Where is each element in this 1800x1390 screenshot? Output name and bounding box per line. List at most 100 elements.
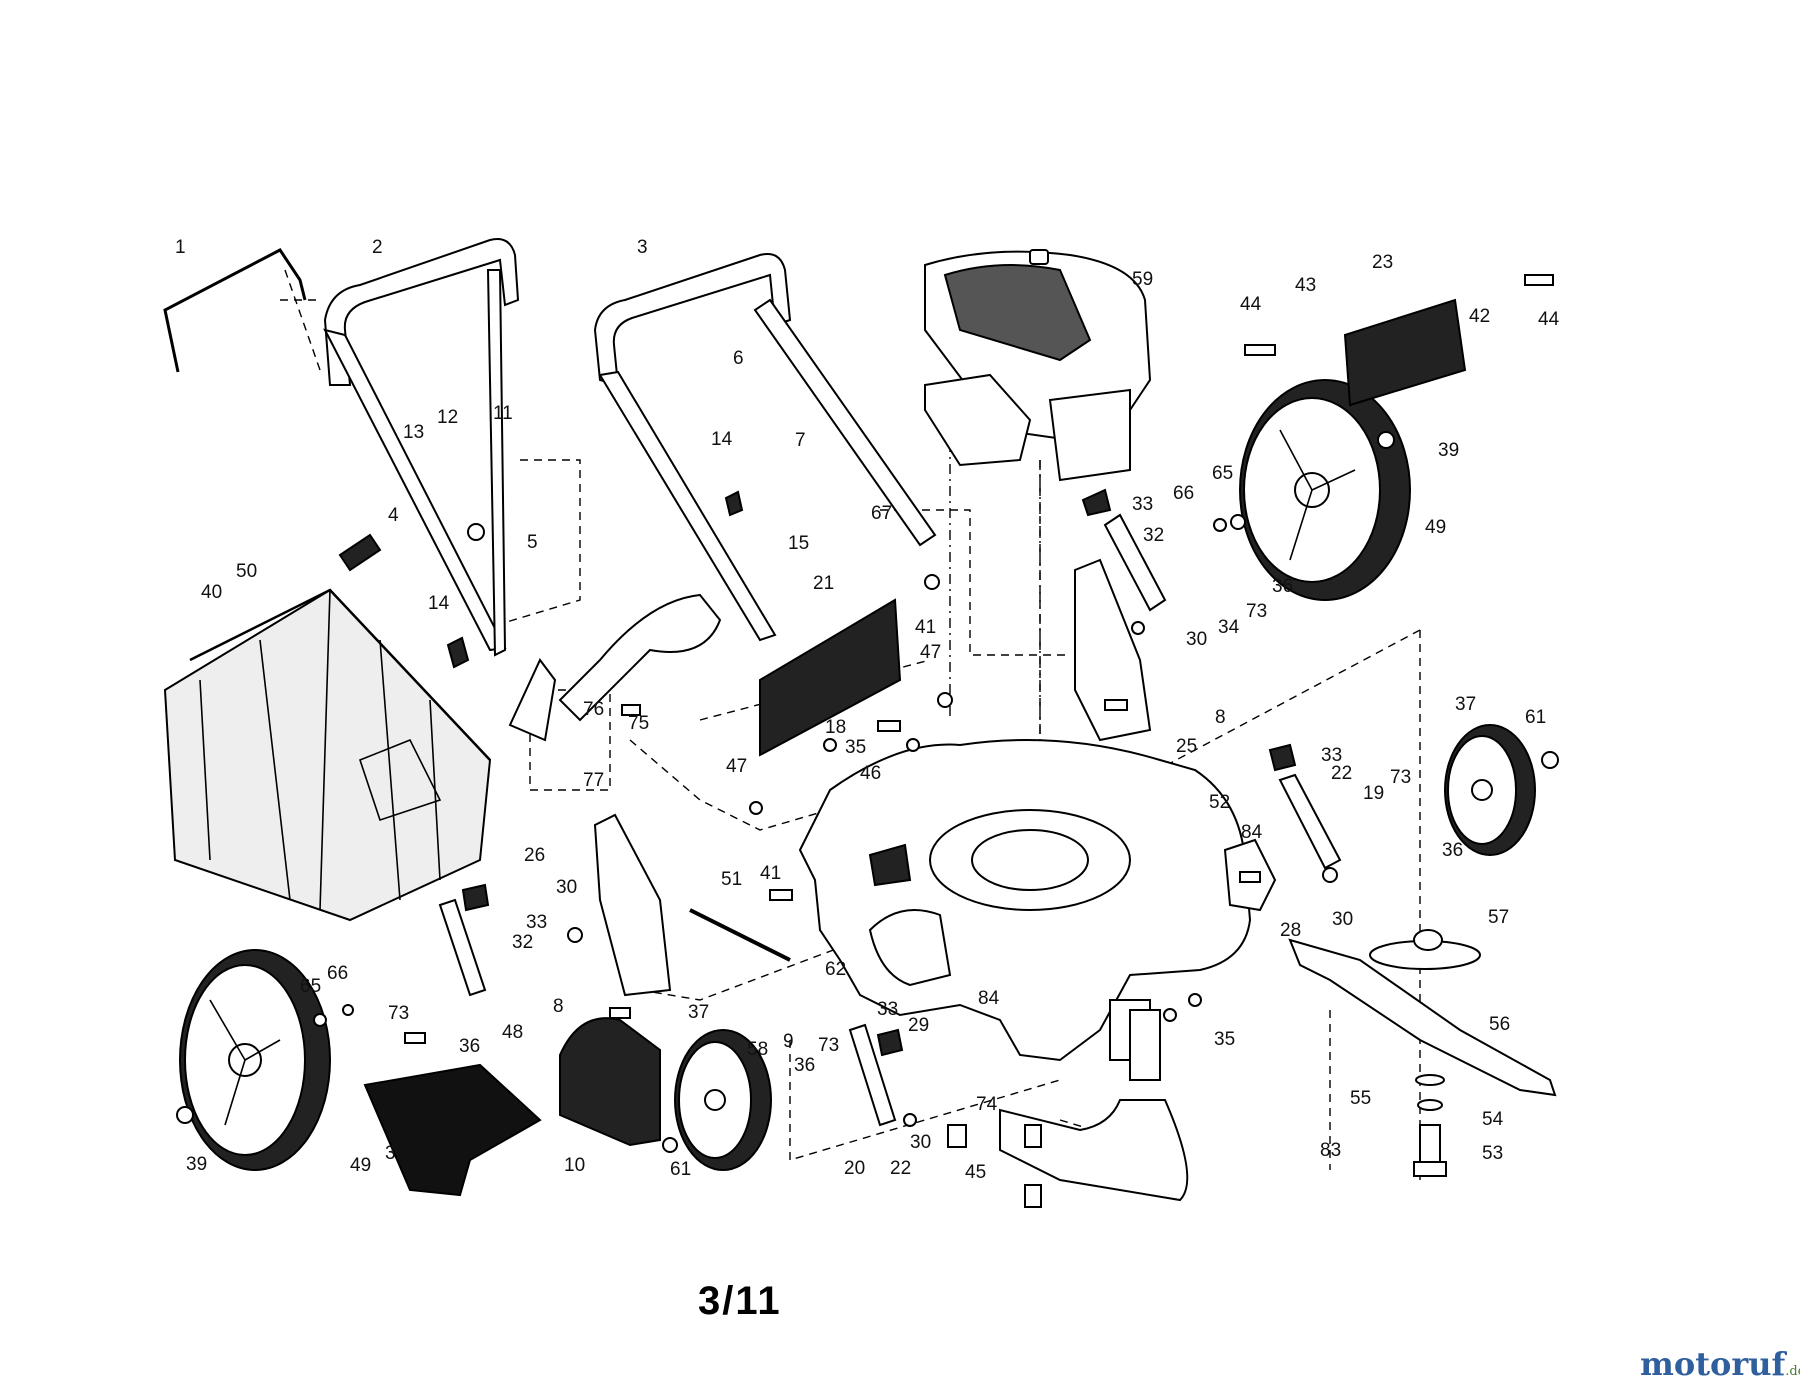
label-part-73: 73	[1246, 601, 1267, 622]
label-part-39: 39	[1438, 440, 1459, 461]
label-part-84: 84	[1241, 822, 1263, 843]
label-part-41b: 41	[760, 863, 781, 884]
label-part-20: 20	[844, 1158, 865, 1179]
label-part-73d: 73	[818, 1035, 839, 1056]
label-part-52: 52	[1209, 792, 1230, 813]
label-part-30: 30	[1186, 629, 1207, 650]
label-part-25: 25	[1176, 736, 1197, 757]
label-part-37: 37	[1455, 694, 1476, 715]
label-part-9: 9	[783, 1031, 794, 1052]
label-part-6: 6	[733, 348, 744, 369]
label-part-53: 53	[1482, 1143, 1503, 1164]
part-upper-handle	[593, 253, 937, 642]
part-labels: 1 2 3 4 5 6 7 8 8 9 10 11 12 13 14 14 15…	[175, 237, 1560, 1183]
part-blade	[1288, 938, 1557, 1097]
label-part-65b: 65	[300, 976, 321, 997]
part-wheel-rear-left	[179, 949, 331, 1171]
part-rear-baffle	[999, 999, 1189, 1202]
part-fasteners	[176, 274, 1559, 1208]
label-part-83: 83	[1320, 1140, 1341, 1161]
part-rear-flaps	[363, 298, 1467, 1197]
label-part-34: 34	[1218, 617, 1240, 638]
label-part-59: 59	[1132, 269, 1153, 290]
label-part-11: 11	[493, 403, 513, 424]
label-part-66: 66	[1173, 483, 1194, 504]
watermark-brand: motoruf	[1640, 1345, 1786, 1383]
label-part-14: 14	[711, 429, 733, 450]
label-part-3: 3	[637, 237, 648, 258]
part-blade-bolt	[1413, 1074, 1447, 1177]
label-part-49: 49	[1425, 517, 1446, 538]
label-part-36b: 36	[1442, 840, 1463, 861]
label-part-36c: 36	[459, 1036, 480, 1057]
label-part-33: 33	[1132, 494, 1153, 515]
label-part-47b: 47	[726, 756, 747, 777]
label-part-36d: 36	[794, 1055, 815, 1076]
label-part-32b: 32	[512, 932, 533, 953]
label-part-22b: 22	[890, 1158, 911, 1179]
label-part-41: 41	[915, 617, 936, 638]
label-part-62: 62	[825, 959, 846, 980]
label-part-33b: 33	[1321, 745, 1342, 766]
label-part-44: 44	[1240, 294, 1262, 315]
label-part-5: 5	[527, 532, 538, 553]
label-part-23: 23	[1372, 252, 1393, 273]
label-part-43: 43	[1295, 275, 1316, 296]
part-mower-deck	[798, 739, 1252, 1062]
part-axle-rod	[689, 908, 791, 962]
label-part-51: 51	[721, 869, 742, 890]
label-part-18: 18	[825, 717, 846, 738]
part-wheel-front-right	[1444, 724, 1536, 856]
label-part-58: 58	[747, 1039, 768, 1060]
label-part-65: 65	[1212, 463, 1233, 484]
label-part-15: 15	[788, 533, 809, 554]
label-part-46: 46	[860, 763, 881, 784]
label-part-74: 74	[976, 1094, 998, 1115]
label-part-4: 4	[388, 505, 399, 526]
label-part-10: 10	[564, 1155, 585, 1176]
label-part-75: 75	[628, 713, 649, 734]
label-part-39b: 39	[186, 1154, 207, 1175]
label-part-67: 67	[871, 503, 892, 524]
label-part-35b: 35	[1214, 1029, 1235, 1050]
label-part-76: 76	[583, 699, 604, 720]
label-part-2: 2	[372, 237, 383, 258]
label-part-61: 61	[1525, 707, 1546, 728]
part-wheel-front-left	[674, 1029, 772, 1171]
label-part-30b: 30	[556, 877, 577, 898]
label-part-8b: 8	[553, 996, 564, 1017]
label-part-61b: 61	[670, 1159, 691, 1180]
label-part-48: 48	[502, 1022, 523, 1043]
label-part-21: 21	[813, 573, 834, 594]
label-part-26: 26	[524, 845, 545, 866]
label-part-30c: 30	[1332, 909, 1353, 930]
label-part-47: 47	[920, 642, 941, 663]
watermark-tld: .de	[1785, 1364, 1800, 1379]
label-part-56: 56	[1489, 1014, 1510, 1035]
label-part-32: 32	[1143, 525, 1164, 546]
label-part-13: 13	[403, 422, 424, 443]
part-discharge-chute	[508, 593, 722, 742]
label-part-36: 36	[1272, 576, 1293, 597]
label-part-22: 22	[1331, 763, 1352, 784]
label-part-31: 31	[385, 1143, 406, 1164]
part-knobs	[338, 488, 1297, 1057]
label-part-33c: 33	[526, 912, 547, 933]
label-part-12: 12	[437, 407, 458, 428]
label-part-8: 8	[1215, 707, 1226, 728]
label-part-54: 54	[1482, 1109, 1504, 1130]
label-part-29: 29	[908, 1015, 929, 1036]
label-part-49b: 49	[350, 1155, 371, 1176]
label-part-45: 45	[965, 1162, 986, 1183]
label-part-66b: 66	[327, 963, 348, 984]
label-part-19: 19	[1363, 783, 1384, 804]
label-part-40: 40	[201, 582, 222, 603]
label-part-7: 7	[795, 430, 806, 451]
label-part-30d: 30	[910, 1132, 931, 1153]
part-lower-handle	[323, 238, 520, 657]
part-grass-bag	[163, 588, 492, 922]
part-engine	[924, 249, 1152, 482]
label-part-1: 1	[175, 237, 186, 258]
label-part-28: 28	[1280, 920, 1301, 941]
